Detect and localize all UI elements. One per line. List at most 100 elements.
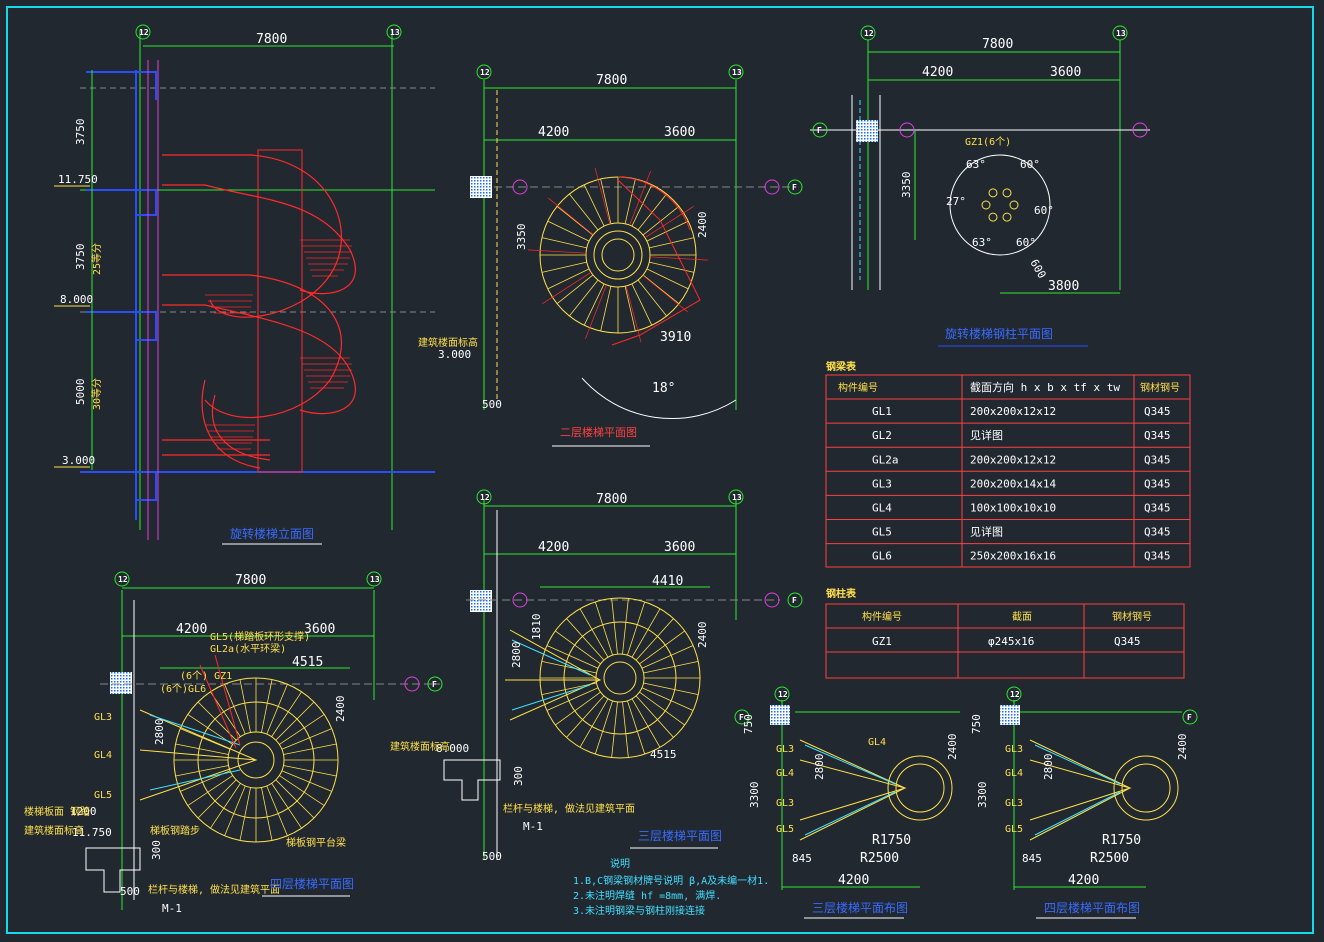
svg-text:2400: 2400 bbox=[946, 734, 959, 761]
svg-text:3910: 3910 bbox=[660, 330, 691, 345]
beam-table-cell: Q345 bbox=[1144, 502, 1171, 515]
beam-table-cell: Q345 bbox=[1144, 526, 1171, 539]
svg-text:GZ1: GZ1 bbox=[872, 635, 892, 648]
svg-text:GL4: GL4 bbox=[1005, 768, 1023, 779]
svg-text:3750: 3750 bbox=[74, 119, 87, 146]
svg-text:GL4: GL4 bbox=[868, 737, 886, 748]
floor4-struct-plan: 12 F GL3 GL4 GL3 GL5 750 3300 2800 2400 … bbox=[970, 686, 1198, 919]
svg-text:GL3: GL3 bbox=[1005, 798, 1023, 809]
svg-text:Q345: Q345 bbox=[1114, 635, 1141, 648]
elev-11750: 11.750 bbox=[58, 173, 98, 186]
svg-text:3.000: 3.000 bbox=[438, 348, 471, 361]
beam-table-cell: 见详图 bbox=[970, 428, 1003, 442]
svg-text:4200: 4200 bbox=[538, 125, 569, 140]
svg-text:3800: 3800 bbox=[1048, 279, 1079, 294]
title-column-plan: 旋转楼梯钢柱平面图 bbox=[945, 326, 1053, 341]
svg-text:845: 845 bbox=[792, 852, 812, 865]
svg-text:13: 13 bbox=[732, 68, 742, 77]
svg-text:2400: 2400 bbox=[1176, 734, 1189, 761]
axis-12-label: 12 bbox=[139, 28, 149, 37]
svg-text:M-1: M-1 bbox=[162, 902, 182, 915]
floor3-plan: 12 13 7800 4200 3600 4410 F 1810 2800 24… bbox=[390, 489, 803, 863]
beam-table-cell: 250x200x16x16 bbox=[970, 550, 1056, 563]
svg-text:R2500: R2500 bbox=[860, 851, 899, 866]
svg-text:F: F bbox=[792, 596, 797, 605]
svg-text:F: F bbox=[739, 713, 744, 722]
beam-table-cell: Q345 bbox=[1144, 405, 1171, 418]
svg-text:18°: 18° bbox=[652, 381, 675, 396]
svg-text:12: 12 bbox=[480, 493, 490, 502]
svg-text:钢材钢号: 钢材钢号 bbox=[1112, 610, 1152, 623]
svg-text:4515: 4515 bbox=[292, 655, 323, 670]
svg-text:GL3: GL3 bbox=[776, 798, 794, 809]
floor2-plan: 12 13 7800 4200 3600 F 3350 2400 3910 50… bbox=[418, 64, 803, 447]
svg-text:2800: 2800 bbox=[510, 642, 523, 669]
svg-text:5000: 5000 bbox=[74, 379, 87, 406]
beam-table-title: 钢梁表 bbox=[826, 360, 857, 373]
svg-text:7800: 7800 bbox=[596, 492, 627, 507]
svg-text:φ245x16: φ245x16 bbox=[988, 635, 1034, 648]
svg-text:梯板钢平台梁: 梯板钢平台梁 bbox=[286, 836, 346, 849]
floor4-plan: 12 13 7800 4200 3600 4515 F GL5(梯踏板环形支撑)… bbox=[24, 571, 443, 915]
svg-text:60°: 60° bbox=[1020, 158, 1040, 171]
svg-text:2400: 2400 bbox=[696, 622, 709, 649]
title-floor3-struct: 三层楼梯平面布图 bbox=[812, 900, 908, 915]
svg-text:500: 500 bbox=[120, 885, 140, 898]
svg-text:3750: 3750 bbox=[74, 244, 87, 271]
svg-text:25等分: 25等分 bbox=[90, 243, 103, 275]
svg-text:R1750: R1750 bbox=[872, 833, 911, 848]
svg-text:500: 500 bbox=[482, 398, 502, 411]
svg-text:13: 13 bbox=[1116, 29, 1126, 38]
svg-text:GL5: GL5 bbox=[94, 790, 112, 801]
svg-text:GL5(梯踏板环形支撑): GL5(梯踏板环形支撑) bbox=[210, 630, 310, 643]
svg-text:2800: 2800 bbox=[813, 754, 826, 781]
svg-text:27°: 27° bbox=[946, 195, 966, 208]
svg-text:750: 750 bbox=[970, 714, 983, 734]
title-floor3: 三层楼梯平面图 bbox=[638, 828, 722, 843]
svg-text:3600: 3600 bbox=[304, 622, 335, 637]
svg-text:3.未注明钢梁与钢柱刚接连接: 3.未注明钢梁与钢柱刚接连接 bbox=[573, 904, 705, 917]
svg-text:钢柱表: 钢柱表 bbox=[826, 587, 857, 600]
beam-table-cell: GL3 bbox=[872, 477, 892, 490]
svg-text:R1750: R1750 bbox=[1102, 833, 1141, 848]
svg-text:截面: 截面 bbox=[1012, 610, 1032, 623]
svg-text:建筑楼面标高: 建筑楼面标高 bbox=[418, 336, 478, 349]
svg-text:建筑楼面标高: 建筑楼面标高 bbox=[24, 824, 84, 837]
elevation-view: 12 13 7800 3750 3750 5000 25等分 30等分 11.7… bbox=[54, 24, 435, 545]
title-floor4: 四层楼梯平面图 bbox=[270, 876, 354, 891]
svg-text:2400: 2400 bbox=[334, 696, 347, 723]
svg-text:GZ1(6个): GZ1(6个) bbox=[965, 136, 1011, 148]
svg-text:F: F bbox=[792, 183, 797, 192]
svg-text:2.未注明焊缝 hf =8mm, 满焊.: 2.未注明焊缝 hf =8mm, 满焊. bbox=[573, 889, 721, 902]
column-plan: 12 13 7800 4200 3600 F 3350 3800 GZ1(6个)… bbox=[810, 25, 1150, 347]
svg-text:说明: 说明 bbox=[610, 857, 630, 870]
svg-text:1810: 1810 bbox=[530, 614, 543, 641]
svg-text:3600: 3600 bbox=[664, 540, 695, 555]
svg-text:3350: 3350 bbox=[900, 172, 913, 199]
svg-text:4200: 4200 bbox=[1068, 873, 1099, 888]
elev-3000: 3.000 bbox=[62, 454, 95, 467]
svg-text:63°: 63° bbox=[966, 158, 986, 171]
svg-text:F: F bbox=[817, 126, 822, 135]
beam-table-cell: Q345 bbox=[1144, 550, 1171, 563]
svg-text:12: 12 bbox=[480, 68, 490, 77]
axis-12-bubble bbox=[135, 24, 151, 40]
svg-text:构件编号: 构件编号 bbox=[838, 381, 878, 394]
svg-text:8.000: 8.000 bbox=[436, 742, 469, 755]
svg-text:300: 300 bbox=[512, 766, 525, 786]
svg-text:1200: 1200 bbox=[70, 805, 97, 818]
svg-text:7800: 7800 bbox=[596, 73, 627, 88]
beam-table-cell: 200x200x12x12 bbox=[970, 405, 1056, 418]
svg-text:600: 600 bbox=[1027, 257, 1048, 281]
svg-text:栏杆与楼梯, 做法见建筑平面: 栏杆与楼梯, 做法见建筑平面 bbox=[148, 883, 280, 896]
svg-text:4200: 4200 bbox=[838, 873, 869, 888]
title-floor4-struct: 四层楼梯平面布图 bbox=[1044, 900, 1140, 915]
svg-text:M-1: M-1 bbox=[523, 820, 543, 833]
svg-text:3600: 3600 bbox=[1050, 65, 1081, 80]
svg-text:845: 845 bbox=[1022, 852, 1042, 865]
beam-table-cell: GL2a bbox=[872, 453, 899, 466]
svg-text:60°: 60° bbox=[1016, 236, 1036, 249]
